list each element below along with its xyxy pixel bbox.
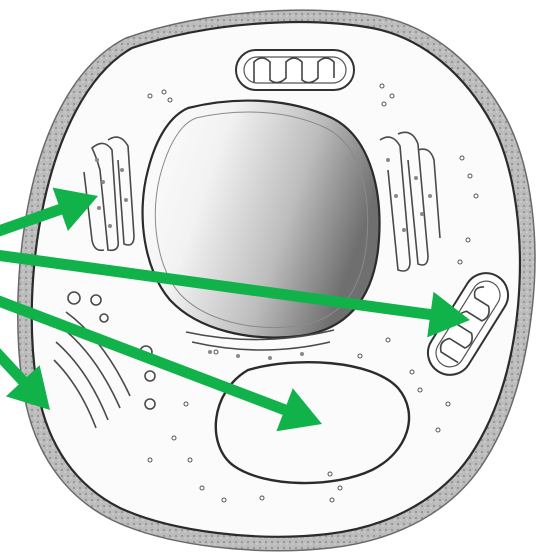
mitochondrion-top <box>236 50 354 90</box>
